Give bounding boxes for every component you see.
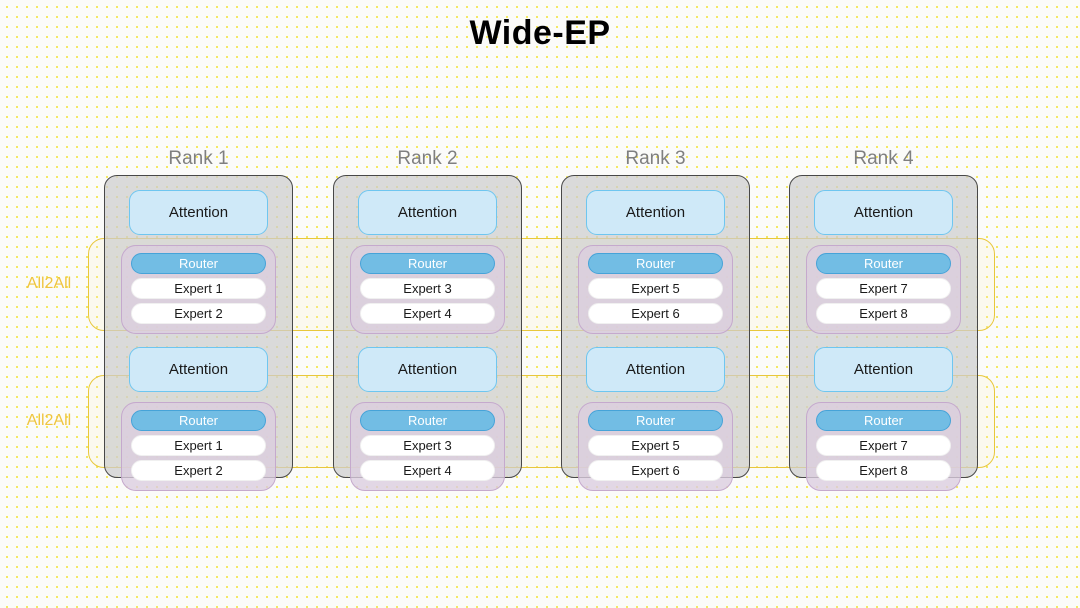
- rank-container: Attention Router Expert 5 Expert 6 Atten…: [561, 175, 750, 491]
- page-title: Wide-EP: [469, 14, 611, 52]
- moe-block: Router Expert 5 Expert 6: [578, 402, 733, 491]
- expert-block: Expert 1: [131, 435, 266, 456]
- rank-label: Rank 2: [397, 148, 458, 169]
- expert-block: Expert 2: [131, 460, 266, 481]
- expert-block: Expert 6: [588, 460, 723, 481]
- expert-block: Expert 4: [360, 303, 495, 324]
- moe-block: Router Expert 1 Expert 2: [121, 245, 276, 334]
- moe-block: Router Expert 7 Expert 8: [806, 245, 961, 334]
- rank-label: Rank 4: [853, 148, 914, 169]
- rank-column: Rank 1 Attention Router Expert 1 Expert …: [104, 148, 293, 491]
- expert-block: Expert 8: [816, 460, 951, 481]
- rank-column: Rank 2 Attention Router Expert 3 Expert …: [333, 148, 522, 491]
- expert-block: Expert 4: [360, 460, 495, 481]
- router-block: Router: [360, 410, 495, 431]
- attention-block: Attention: [129, 347, 268, 392]
- all2all-label-layer-2: All2All: [26, 412, 72, 429]
- expert-block: Expert 2: [131, 303, 266, 324]
- attention-block: Attention: [586, 347, 725, 392]
- router-block: Router: [360, 253, 495, 274]
- expert-block: Expert 3: [360, 435, 495, 456]
- moe-block: Router Expert 1 Expert 2: [121, 402, 276, 491]
- moe-block: Router Expert 7 Expert 8: [806, 402, 961, 491]
- rank-container: Attention Router Expert 3 Expert 4 Atten…: [333, 175, 522, 491]
- moe-block: Router Expert 3 Expert 4: [350, 402, 505, 491]
- rank-column: Rank 3 Attention Router Expert 5 Expert …: [561, 148, 750, 491]
- moe-block: Router Expert 3 Expert 4: [350, 245, 505, 334]
- attention-block: Attention: [358, 190, 497, 235]
- moe-block: Router Expert 5 Expert 6: [578, 245, 733, 334]
- attention-block: Attention: [814, 190, 953, 235]
- attention-block: Attention: [358, 347, 497, 392]
- rank-container: Attention Router Expert 7 Expert 8 Atten…: [789, 175, 978, 491]
- all2all-label-layer-1: All2All: [26, 275, 72, 292]
- expert-block: Expert 7: [816, 435, 951, 456]
- expert-block: Expert 7: [816, 278, 951, 299]
- router-block: Router: [131, 253, 266, 274]
- attention-block: Attention: [586, 190, 725, 235]
- expert-block: Expert 8: [816, 303, 951, 324]
- expert-block: Expert 3: [360, 278, 495, 299]
- router-block: Router: [131, 410, 266, 431]
- router-block: Router: [816, 410, 951, 431]
- router-block: Router: [588, 253, 723, 274]
- rank-label: Rank 1: [168, 148, 229, 169]
- router-block: Router: [816, 253, 951, 274]
- rank-container: Attention Router Expert 1 Expert 2 Atten…: [104, 175, 293, 491]
- expert-block: Expert 1: [131, 278, 266, 299]
- attention-block: Attention: [814, 347, 953, 392]
- rank-label: Rank 3: [625, 148, 686, 169]
- attention-block: Attention: [129, 190, 268, 235]
- expert-block: Expert 5: [588, 435, 723, 456]
- router-block: Router: [588, 410, 723, 431]
- expert-block: Expert 5: [588, 278, 723, 299]
- expert-block: Expert 6: [588, 303, 723, 324]
- rank-column: Rank 4 Attention Router Expert 7 Expert …: [789, 148, 978, 491]
